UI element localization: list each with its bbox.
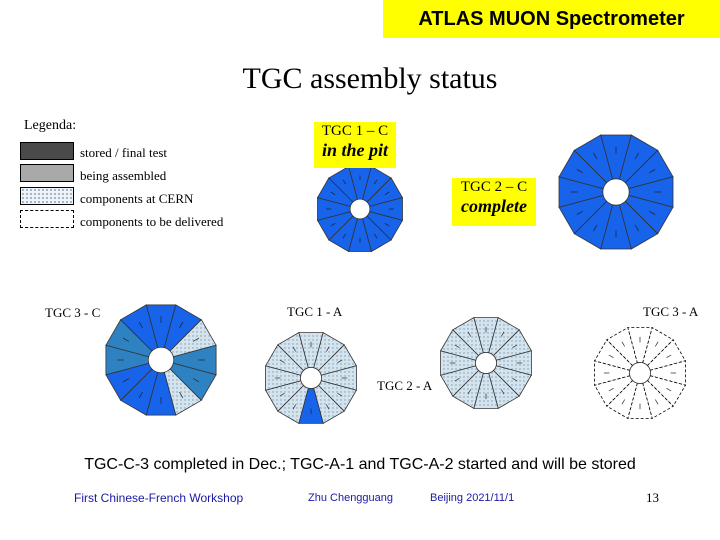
wheel-segment-tick xyxy=(384,191,390,196)
wheel-segment-tick xyxy=(279,359,285,364)
wheel-segment-tick xyxy=(621,399,626,405)
wheel-segment-tick xyxy=(500,389,505,395)
legend-label-stored: stored / final test xyxy=(80,145,168,160)
wheel-segment-tick xyxy=(454,344,460,349)
callout-tgc1c-line1: TGC 1 – C xyxy=(321,123,389,139)
wheel-segment-tick xyxy=(373,233,378,239)
wheel-segment-tick xyxy=(654,341,659,347)
wheel-tgc1c xyxy=(316,165,404,253)
wheel-segment-tick xyxy=(593,225,598,232)
wheel-segment-tick xyxy=(192,337,200,342)
wheel-segment-tick xyxy=(337,359,343,364)
page-title: TGC assembly status xyxy=(242,62,498,95)
wheel-segment-tick xyxy=(138,391,143,399)
legend-swatch-stored xyxy=(20,142,74,160)
wheel-segment-tick xyxy=(666,354,672,359)
status-note: TGC-C-3 completed in Dec.; TGC-A-1 and T… xyxy=(84,456,636,473)
footer-author: Zhu Chengguang xyxy=(308,492,394,504)
wheel-tgc2a xyxy=(439,316,533,410)
wheel-segment-tick xyxy=(192,378,200,383)
wheel-segment-tick xyxy=(330,222,336,227)
wheel-segment-tick xyxy=(292,346,297,352)
legend-label-todeliver: components to be delivered xyxy=(80,214,224,229)
callout-tgc2c: TGC 2 – C complete xyxy=(452,178,536,226)
wheel-segment-tick xyxy=(649,169,656,174)
wheel-segment-tick xyxy=(342,179,347,185)
wheel-segment-tick xyxy=(649,210,656,215)
callout-tgc1c-line2: in the pit xyxy=(321,140,388,160)
footer-place-date: Beijing 2021/11/1 xyxy=(430,492,515,504)
wheel-segment-tick xyxy=(608,387,614,392)
wheel-segment-tick xyxy=(576,210,583,215)
wheel-segment-tick xyxy=(512,377,518,382)
callout-tgc1c: TGC 1 – C in the pit xyxy=(314,122,396,168)
wheel-segment-tick xyxy=(342,233,347,239)
wheel-segment-tick xyxy=(467,331,472,337)
wheel-segment-tick xyxy=(654,399,659,405)
wheel-segment-tick xyxy=(373,179,378,185)
wheel-segment-tick xyxy=(634,152,639,159)
wheel-segment-tick xyxy=(179,391,184,399)
wheel-segment-tick xyxy=(138,321,143,329)
legend-swatch-cern xyxy=(20,187,74,205)
wheel-segment-tick xyxy=(634,225,639,232)
wheel-segment-tick xyxy=(179,321,184,329)
wheel-segment-tick xyxy=(337,392,343,397)
label-tgc1a: TGC 1 - A xyxy=(287,304,343,319)
callout-tgc2c-line1: TGC 2 – C xyxy=(460,179,528,195)
wheel-segment-tick xyxy=(279,392,285,397)
callout-tgc2c-line2: complete xyxy=(461,196,527,216)
legend-swatch-assembling xyxy=(20,164,74,182)
wheel-segment-tick xyxy=(500,331,505,337)
wheel-segment-tick xyxy=(621,341,626,347)
wheel-center-hole xyxy=(475,352,497,374)
wheel-segment-tick xyxy=(666,387,672,392)
wheel-segment-tick xyxy=(593,152,598,159)
legend-swatch-todeliver xyxy=(20,210,74,228)
wheel-tgc1a xyxy=(264,331,358,425)
wheel-center-hole xyxy=(147,346,175,374)
header-tag: ATLAS MUON Spectrometer xyxy=(383,0,720,38)
wheel-segment-tick xyxy=(325,346,330,352)
wheel-segment-tick xyxy=(576,169,583,174)
legend-label-assembling: being assembled xyxy=(80,168,167,183)
wheel-segment-tick xyxy=(384,222,390,227)
wheel-segment-tick xyxy=(608,354,614,359)
footer-page-number: 13 xyxy=(646,490,659,505)
wheel-center-hole xyxy=(349,198,371,220)
wheel-center-hole xyxy=(300,367,322,389)
wheel-segment-tick xyxy=(122,378,130,383)
footer-workshop: First Chinese-French Workshop xyxy=(74,491,244,505)
label-tgc3a: TGC 3 - A xyxy=(643,304,699,319)
legend-label-cern: components at CERN xyxy=(80,191,194,206)
wheel-segment-tick xyxy=(467,389,472,395)
wheel-tgc3c xyxy=(105,304,217,416)
wheel-segment-tick xyxy=(454,377,460,382)
wheel-segment-tick xyxy=(325,404,330,410)
wheel-segment-tick xyxy=(122,337,130,342)
wheel-center-hole xyxy=(629,362,651,384)
wheel-segment-tick xyxy=(512,344,518,349)
label-tgc2a: TGC 2 - A xyxy=(377,378,433,393)
wheel-tgc2c xyxy=(558,134,674,250)
wheel-tgc3a xyxy=(593,326,687,420)
legend-title: Legenda: xyxy=(24,118,77,133)
wheel-segment xyxy=(606,326,638,366)
wheel-segment-tick xyxy=(330,191,336,196)
label-tgc3c: TGC 3 - C xyxy=(45,305,101,320)
wheel-segment-tick xyxy=(292,404,297,410)
wheel-center-hole xyxy=(602,178,630,206)
